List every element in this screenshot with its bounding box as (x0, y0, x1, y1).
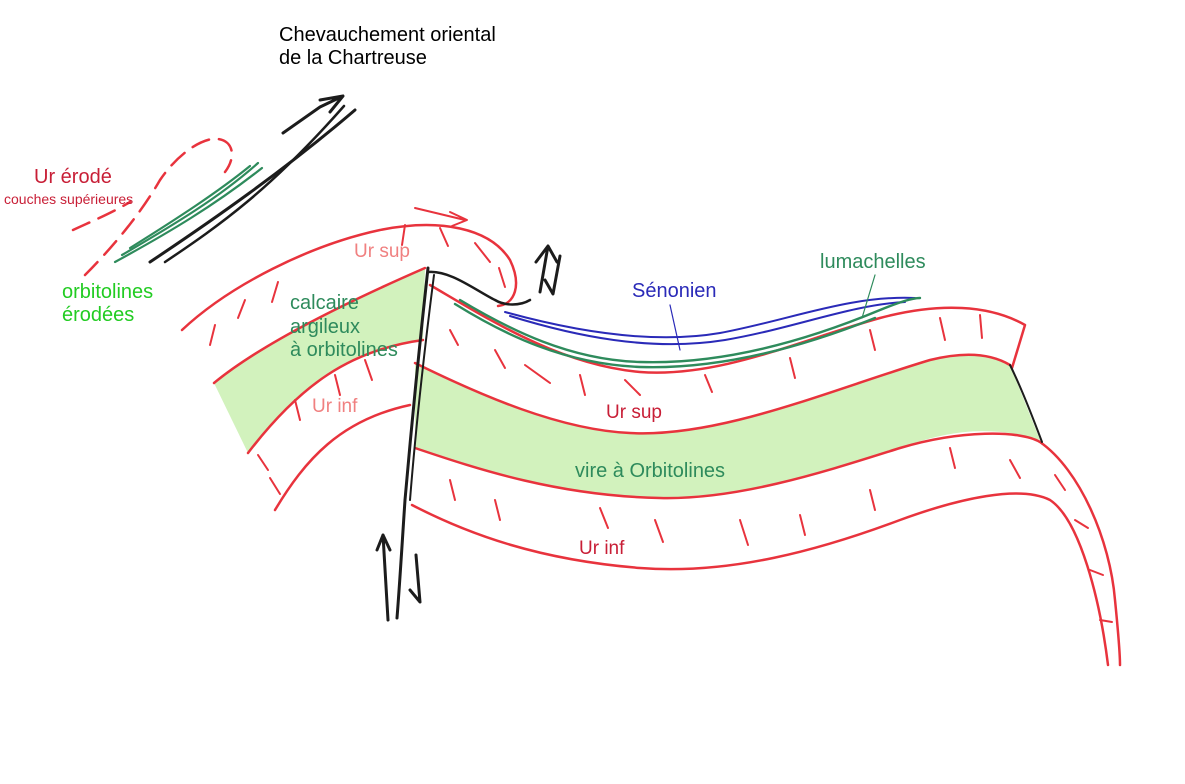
ur-sup-base-boundary-left (212, 266, 427, 385)
ur-sup-base-boundary-right (413, 353, 1012, 435)
thrust-fault-line-upper (163, 104, 346, 264)
title-line-2: de la Chartreuse (279, 47, 427, 69)
ur-erode-label: Ur érodé (34, 166, 112, 188)
ur-sup-right-label: Ur sup (606, 402, 662, 423)
eroded-orbitolines-stroke-3 (128, 164, 252, 250)
vertical-fault-line (395, 266, 430, 620)
ur-inf-right-label: Ur inf (579, 538, 625, 559)
eroded-urgonian-outline (83, 137, 234, 277)
title-line-1: Chevauchement oriental (279, 24, 496, 46)
orbitolines-erodees-line-2: érodées (62, 304, 135, 326)
ur-inf-top-boundary-left (246, 338, 425, 455)
ur-inf-base-boundary-left (273, 403, 412, 512)
calcaire-line-3: à orbitolines (290, 339, 398, 362)
orbitoline-band-left (214, 268, 425, 453)
ur-inf-left-label: Ur inf (312, 396, 358, 417)
lumachelles-layer-2 (453, 302, 877, 369)
senonien-label: Sénonien (632, 280, 717, 302)
calcaire-line-1: calcaire (290, 292, 359, 314)
lumachelles-label: lumachelles (820, 251, 926, 273)
ur-inf-base-boundary-right (410, 492, 1110, 667)
vertical-fault-line-secondary (409, 274, 435, 501)
eroded-urgonian-outline-inner (71, 200, 132, 232)
thrust-arrow-icon (281, 94, 345, 135)
fault-offset-arrow-upper-icon (534, 244, 562, 296)
right-block-edge (1009, 364, 1043, 443)
ur-sup-left-label: Ur sup (354, 241, 410, 262)
senonian-layer-top (504, 296, 916, 339)
senonien-leader-line (669, 304, 681, 351)
thrust-fault-line-lower (148, 108, 357, 264)
calcaire-line-2: argileux (290, 315, 361, 338)
title-label: Chevauchement oriental de la Chartreuse (279, 24, 496, 70)
calcaire-argileux-label: calcaire argileux à orbitolines (290, 292, 398, 363)
orbitolines-erodees-line-1: orbitolines (62, 281, 154, 303)
orbitolines-erodees-label: orbitolines érodées (62, 281, 153, 327)
senonian-layer-bottom (509, 301, 906, 346)
slip-direction-arrow-icon (414, 207, 468, 227)
ur-sup-top-boundary-right (428, 283, 1027, 374)
ur-sup-top-boundary-left (180, 223, 518, 332)
couches-superieures-label: couches supérieures (4, 191, 134, 207)
eroded-orbitolines-stroke-2 (120, 161, 260, 257)
orbitoline-band-right (415, 354, 1040, 499)
ur-inf-top-boundary-right (413, 432, 1122, 667)
lumachelles-layer-1 (458, 296, 922, 364)
vire-orbitolines-label: vire à Orbitolines (575, 460, 726, 482)
eroded-orbitolines-stroke-1 (113, 166, 264, 264)
fault-offset-arrow-lower-icon (375, 533, 422, 622)
upper-surface-contour (426, 270, 532, 306)
limestone-hatch-marks (209, 224, 1113, 623)
lumachelles-leader-line (861, 274, 876, 319)
